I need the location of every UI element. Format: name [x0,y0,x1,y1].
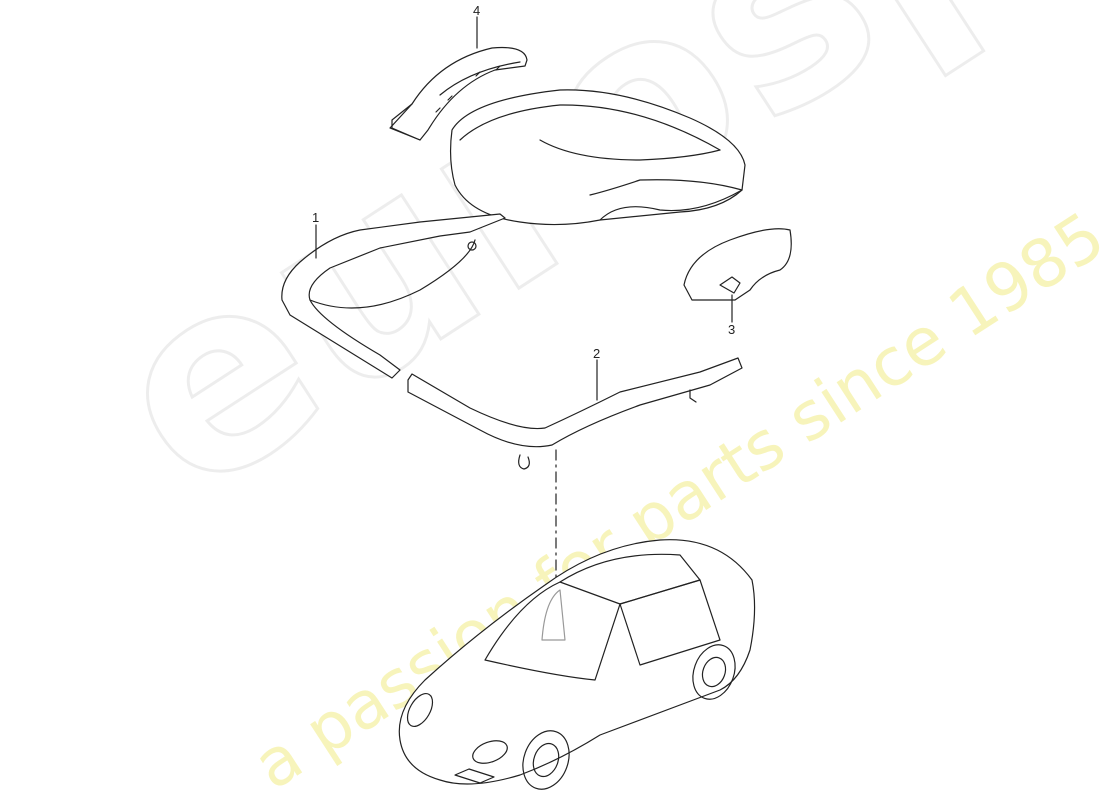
callout-4[interactable]: 4 [473,3,481,18]
callout-2[interactable]: 2 [593,346,601,361]
part-4-trim-strip [389,16,528,141]
seat-cushion [449,89,746,226]
reference-vehicle [398,539,756,790]
part-1-frame-left [281,213,506,379]
part-3-side-cover [683,228,792,323]
callout-3[interactable]: 3 [728,322,736,337]
part-2-frame-right [407,357,743,470]
callout-1[interactable]: 1 [312,210,320,225]
